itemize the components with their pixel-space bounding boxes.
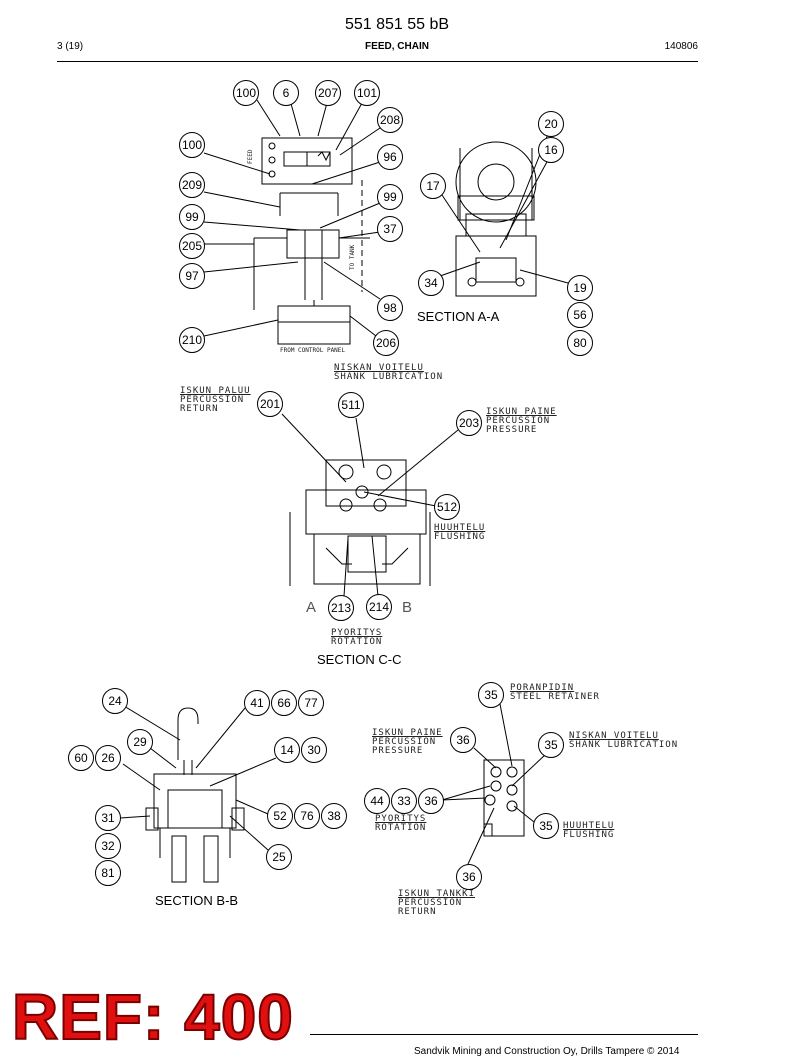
callout: 81 [95, 860, 121, 886]
callout: 29 [127, 729, 153, 755]
feed-text: FEED [247, 149, 254, 164]
callout: 17 [420, 173, 446, 199]
callout: 60 [68, 745, 94, 771]
header-rule [57, 61, 698, 62]
callout: 77 [298, 690, 324, 716]
callout: 99 [377, 184, 403, 210]
callout: 35 [538, 732, 564, 758]
callout: 30 [301, 737, 327, 763]
to-tank-text: TO TANK [349, 244, 356, 270]
callout: 210 [179, 327, 205, 353]
footer-rule [310, 1034, 698, 1035]
page-title: FEED, CHAIN [365, 41, 429, 52]
callout: 66 [271, 690, 297, 716]
callout: 35 [478, 682, 504, 708]
page-index: 3 (19) [57, 41, 84, 52]
callout: 99 [179, 204, 205, 230]
callout: 213 [328, 595, 354, 621]
callout: 100 [179, 132, 205, 158]
callout: 76 [294, 803, 320, 829]
callout: 24 [102, 688, 128, 714]
callout: 34 [418, 270, 444, 296]
valve-block-mid [286, 229, 340, 259]
callout: 41 [244, 690, 270, 716]
callout: 26 [95, 745, 121, 771]
from-control-panel-text: FROM CONTROL PANEL [280, 347, 346, 354]
callout: 35 [533, 813, 559, 839]
callout: 33 [391, 788, 417, 814]
callout: 36 [418, 788, 444, 814]
callout: 38 [321, 803, 347, 829]
callout: 6 [273, 80, 299, 106]
callout: 52 [267, 803, 293, 829]
callout: 101 [354, 80, 380, 106]
callout: 98 [377, 295, 403, 321]
document-date: 140806 [664, 41, 698, 52]
callout: 44 [364, 788, 390, 814]
callout: 96 [377, 144, 403, 170]
callout: 32 [95, 833, 121, 859]
callout: 16 [538, 137, 564, 163]
callout: 19 [567, 275, 593, 301]
section-c-c-side-b: B [402, 599, 413, 616]
section-b-b-title: SECTION B-B [155, 893, 239, 908]
callout: 203 [456, 410, 482, 436]
callout: 20 [538, 111, 564, 137]
callout: 36 [450, 727, 476, 753]
callout: 37 [377, 216, 403, 242]
callout: 205 [179, 233, 205, 259]
footer-copyright: Sandvik Mining and Construction Oy, Dril… [414, 1046, 680, 1057]
section-c-c-side-a: A [306, 599, 317, 616]
callout: 209 [179, 172, 205, 198]
callout: 206 [373, 330, 399, 356]
callout: 80 [567, 330, 593, 356]
callout: 208 [377, 107, 403, 133]
callout: 100 [233, 80, 259, 106]
callout: 14 [274, 737, 300, 763]
callout: 201 [257, 391, 283, 417]
document-number: 551 851 55 bB [344, 16, 450, 33]
valve-block-top [261, 137, 353, 185]
callout: 511 [338, 392, 364, 418]
callout: 56 [567, 302, 593, 328]
ref-stamp: REF: 400 [11, 981, 294, 1053]
callout: 97 [179, 263, 205, 289]
section-a-a-title: SECTION A-A [417, 309, 500, 324]
control-panel-block [277, 305, 351, 345]
section-c-c-title: SECTION C-C [317, 652, 402, 667]
callout: 214 [366, 594, 392, 620]
callout: 31 [95, 805, 121, 831]
callout: 207 [315, 80, 341, 106]
callout: 36 [456, 864, 482, 890]
callout: 512 [434, 494, 460, 520]
callout: 25 [266, 844, 292, 870]
